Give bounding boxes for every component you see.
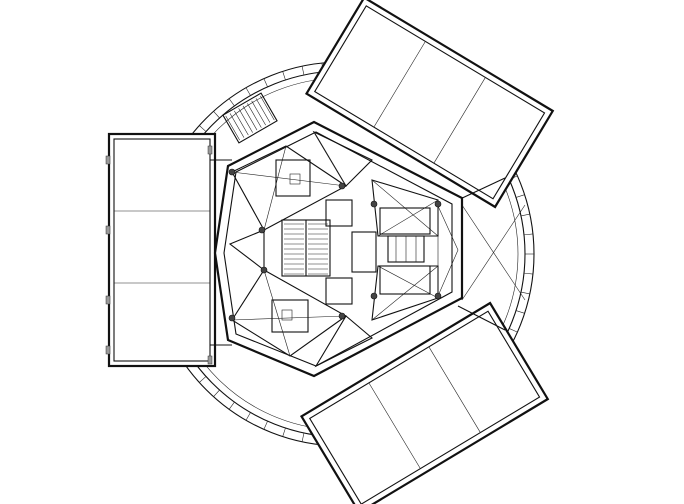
stair-tread <box>260 95 275 121</box>
stair-core <box>281 219 331 277</box>
window-marker <box>105 345 111 355</box>
ring-tick <box>301 66 305 76</box>
stair-tread <box>234 110 249 136</box>
wing-north-east <box>304 0 555 209</box>
ring-tick <box>199 125 207 132</box>
ring-tick <box>282 427 286 437</box>
wing-south-east <box>299 301 550 504</box>
stair-tread <box>229 113 245 138</box>
ring-tick <box>228 401 235 410</box>
stair-tread <box>225 115 240 141</box>
stair-tread <box>255 98 271 123</box>
ring-tick <box>263 421 268 430</box>
ring-tick <box>520 213 530 217</box>
window-marker <box>105 295 111 305</box>
ring-tick <box>523 233 533 236</box>
ring-tick <box>282 71 286 81</box>
ring-tick <box>199 376 207 383</box>
elevator-shafts <box>325 199 431 305</box>
window-marker <box>105 225 111 235</box>
stair-tread <box>238 108 253 133</box>
columns <box>228 168 442 322</box>
ring-tick <box>523 272 533 275</box>
ring-tick <box>515 194 525 198</box>
service-rooms <box>271 159 311 333</box>
stair-tread <box>247 103 262 128</box>
stair-tread <box>242 105 258 131</box>
window-marker <box>207 145 213 155</box>
east-bay <box>457 177 526 331</box>
wing-west <box>107 132 232 368</box>
ring-tick <box>228 98 235 107</box>
ring-tick <box>245 412 251 421</box>
stair-north-west <box>222 92 278 144</box>
ring-tick <box>520 291 530 295</box>
window-marker <box>105 155 111 165</box>
ring-tick <box>213 389 220 397</box>
ring-tick <box>213 111 220 119</box>
ring-tick <box>515 310 525 314</box>
ring-tick <box>245 87 251 96</box>
ring-tick <box>301 432 305 442</box>
ring-tick <box>263 78 268 87</box>
window-markers <box>105 145 213 365</box>
window-marker <box>207 355 213 365</box>
ring-tick <box>509 328 518 333</box>
stair-tread <box>251 100 266 126</box>
